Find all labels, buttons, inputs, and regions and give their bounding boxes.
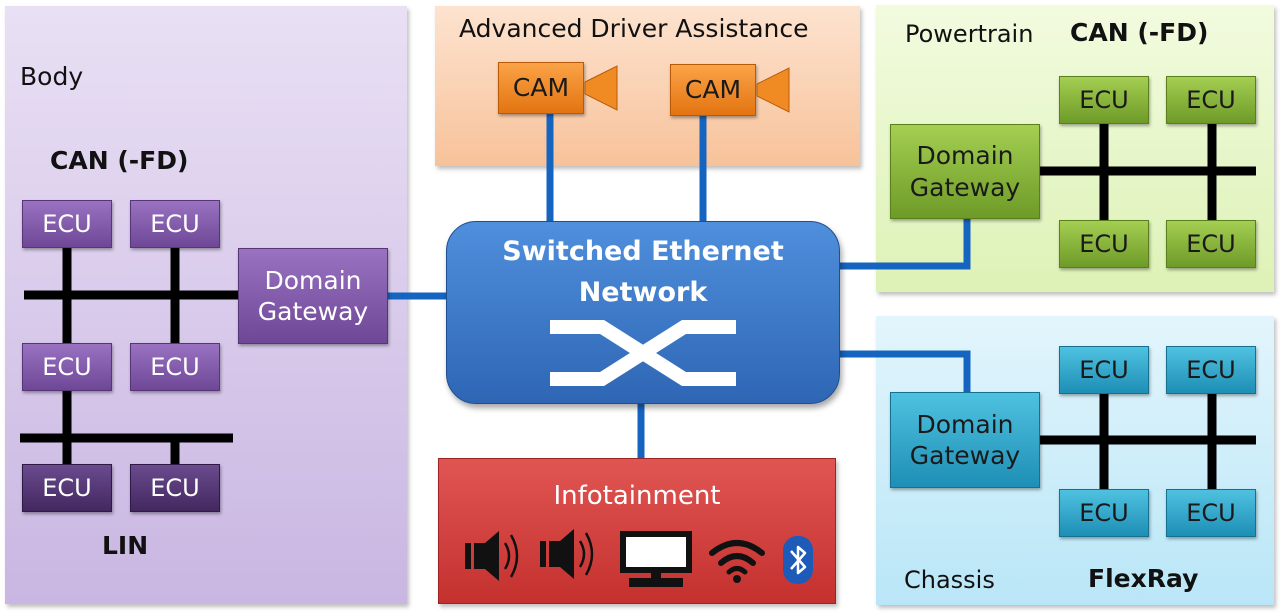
ethernet-links (388, 112, 971, 460)
body-can-label: CAN (-FD) (50, 146, 189, 175)
camera-body: CAM (670, 64, 756, 116)
chassis-ecu[interactable]: ECU (1059, 346, 1149, 394)
switch-title-line1: Switched Ethernet (502, 236, 784, 267)
powertrain-domain-gateway[interactable]: Domain Gateway (890, 124, 1040, 219)
switched-ethernet-network[interactable]: Switched Ethernet Network (446, 221, 840, 404)
chassis-domain-label: Chassis (904, 566, 995, 594)
chassis-domain-gateway[interactable]: Domain Gateway (890, 392, 1040, 488)
body-domain-label: Body (20, 62, 84, 91)
gateway-label-line1: Domain (916, 409, 1014, 439)
wifi-icon (709, 540, 765, 583)
chassis-bus-label: FlexRay (1088, 564, 1199, 593)
body-lin-ecu[interactable]: ECU (130, 464, 220, 512)
monitor-icon (620, 531, 692, 587)
gateway-label-line1: Domain (916, 141, 1014, 171)
video-camera-icon (584, 65, 618, 111)
bus-lines (20, 122, 1256, 490)
gateway-label-line2: Gateway (257, 297, 369, 326)
powertrain-ecu[interactable]: ECU (1166, 220, 1256, 268)
chassis-ecu[interactable]: ECU (1166, 489, 1256, 537)
ethernet-link-chassis (838, 350, 971, 392)
gateway-label-line2: Gateway (909, 441, 1021, 470)
bluetooth-icon (783, 536, 813, 584)
body-lin-ecu[interactable]: ECU (22, 464, 112, 512)
body-can-ecu[interactable]: ECU (22, 200, 112, 248)
camera-body: CAM (498, 62, 584, 114)
powertrain-ecu[interactable]: ECU (1059, 76, 1149, 124)
powertrain-bus-label: CAN (-FD) (1070, 18, 1209, 47)
switch-crossover-icon (550, 320, 736, 386)
gateway-label-line2: Gateway (909, 172, 1021, 202)
powertrain-ecu[interactable]: ECU (1166, 76, 1256, 124)
infotainment-domain-label: Infotainment (553, 481, 721, 511)
adas-domain-label: Advanced Driver Assistance (459, 14, 809, 43)
body-can-ecu[interactable]: ECU (130, 343, 220, 391)
chassis-ecu[interactable]: ECU (1166, 346, 1256, 394)
speaker-icon (540, 529, 594, 579)
switch-title-line2: Network (578, 277, 708, 308)
ethernet-link-powertrain (838, 217, 971, 270)
gateway-label-line1: Domain (264, 265, 362, 295)
body-can-ecu[interactable]: ECU (130, 200, 220, 248)
speaker-icon (465, 531, 519, 581)
chassis-ecu[interactable]: ECU (1059, 489, 1149, 537)
body-lin-label: LIN (102, 531, 149, 560)
camera-2[interactable]: CAM (670, 64, 792, 118)
powertrain-ecu[interactable]: ECU (1059, 220, 1149, 268)
body-can-ecu[interactable]: ECU (22, 343, 112, 391)
camera-1[interactable]: CAM (498, 62, 620, 116)
infotainment-domain-panel: Infotainment (438, 458, 836, 604)
body-domain-gateway[interactable]: Domain Gateway (238, 248, 388, 344)
video-camera-icon (756, 67, 790, 113)
powertrain-domain-label: Powertrain (905, 20, 1034, 48)
